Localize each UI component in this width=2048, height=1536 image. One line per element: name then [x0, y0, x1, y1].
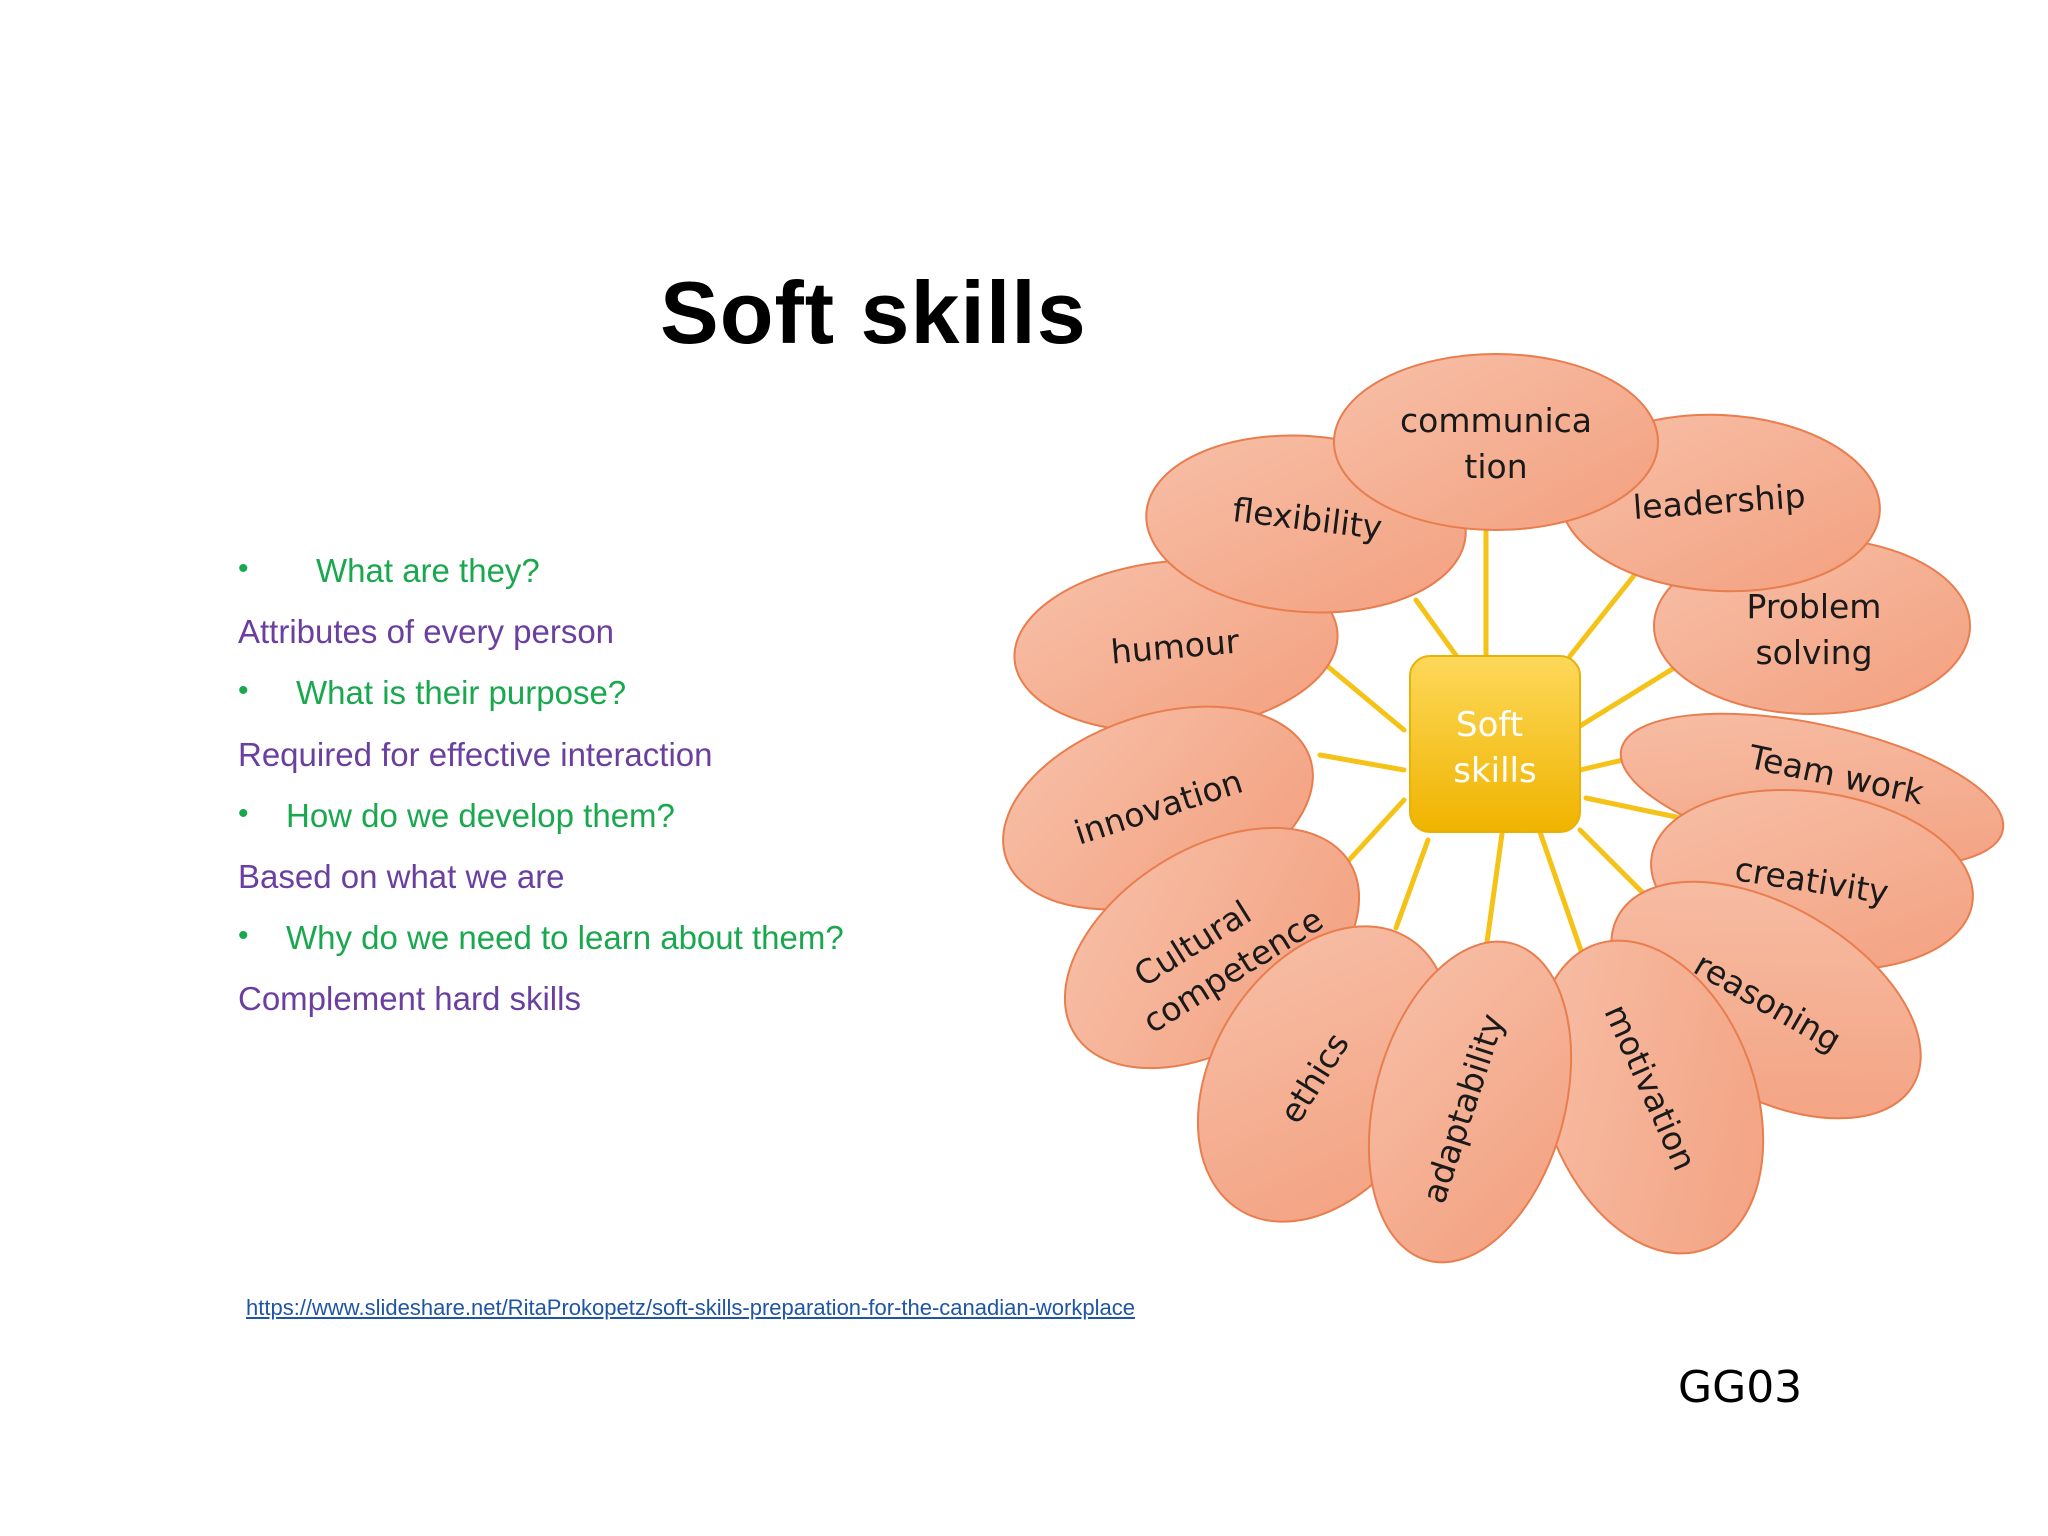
spoke — [1393, 837, 1431, 931]
question-text: What is their purpose? — [296, 674, 627, 711]
bullet-marker: • — [238, 919, 249, 952]
spoke — [1337, 797, 1407, 873]
answer-1: Attributes of every person — [238, 613, 615, 650]
slide-title: Soft skills — [660, 263, 1087, 362]
source-link[interactable]: https://www.slideshare.net/RitaProkopetz… — [246, 1295, 1135, 1320]
bullet-marker: • — [238, 674, 249, 707]
bullet-marker: • — [238, 797, 249, 830]
slide-code: GG03 — [1678, 1362, 1803, 1413]
bullet-marker: • — [238, 552, 249, 585]
spoke — [1567, 565, 1643, 659]
spoke — [1317, 752, 1407, 773]
answer-2: Required for effective interaction — [238, 736, 713, 773]
question-text: How do we develop them? — [286, 797, 675, 834]
question-text: What are they? — [316, 552, 540, 589]
question-text: Why do we need to learn about them? — [286, 919, 844, 956]
answer-4: Complement hard skills — [238, 980, 581, 1017]
center-node: Soft skills — [1409, 655, 1581, 833]
petals — [1002, 353, 2005, 1264]
petal-adaptability — [1367, 940, 1573, 1264]
center-label: Soft skills — [1453, 705, 1536, 791]
spoke — [1537, 829, 1589, 968]
answer-3: Based on what we are — [238, 858, 565, 895]
center-box — [1409, 655, 1581, 833]
spoke — [1317, 657, 1407, 733]
petal-communication — [1333, 353, 1659, 531]
